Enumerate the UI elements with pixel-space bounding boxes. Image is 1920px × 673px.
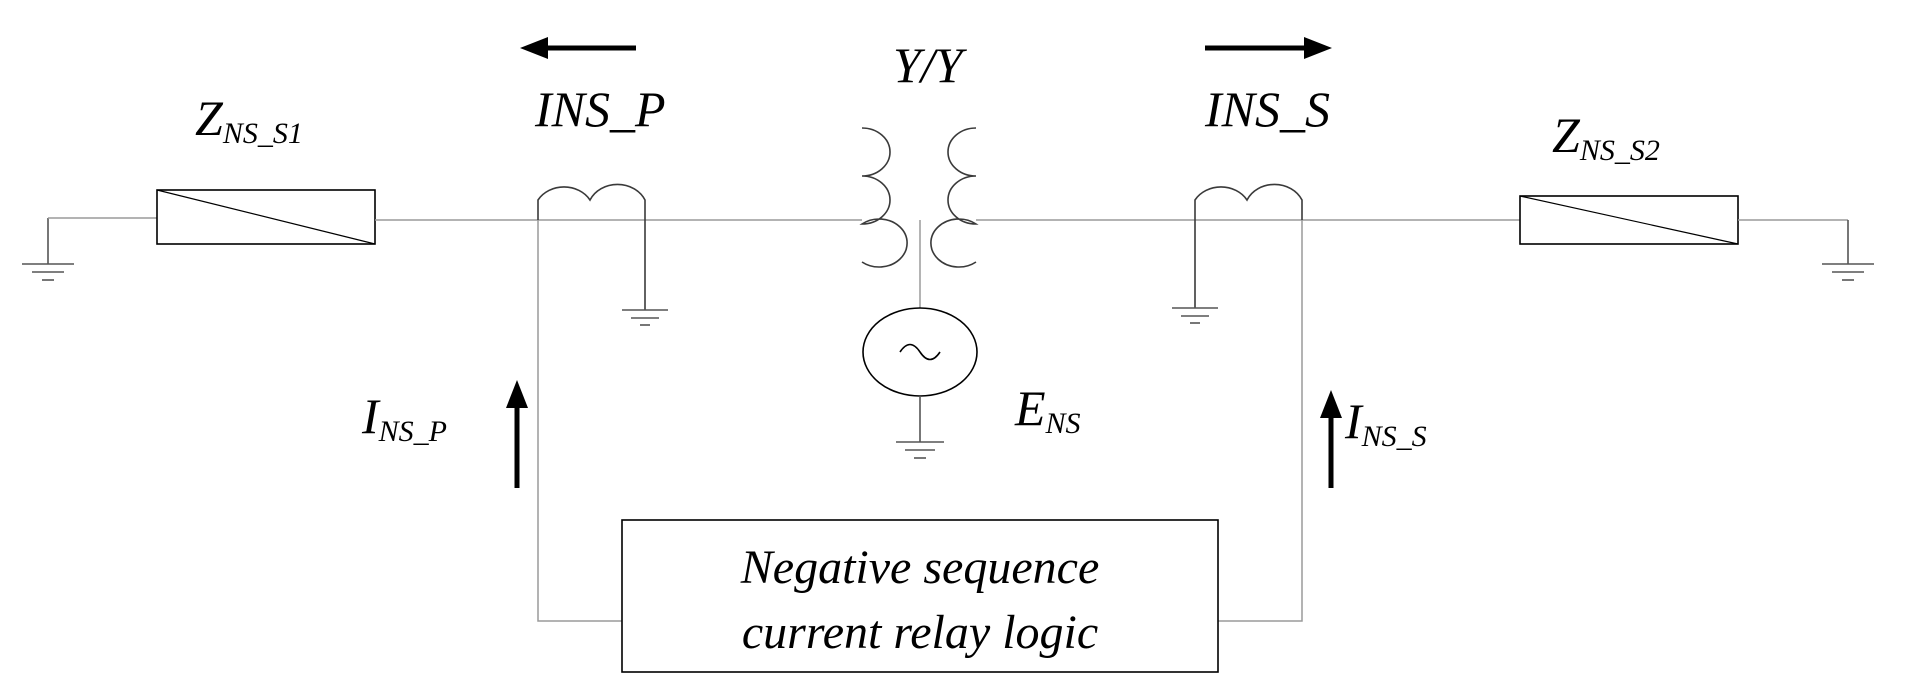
i-ns-p-sub: NS_P: [378, 415, 447, 448]
z-ns-s1-sub: NS_S1: [222, 117, 303, 150]
ins-p-label: INS_P: [534, 81, 666, 137]
arrow-ins-s-right: [1205, 37, 1332, 59]
arrow-i-ns-s-up: [1320, 390, 1342, 488]
ins-s-label: INS_S: [1204, 81, 1330, 137]
secondary-current-transformer: [1172, 183, 1303, 324]
relay-logic-box: [621, 519, 1219, 673]
impedance-z-ns-s2: [1519, 195, 1739, 245]
voltage-source-e-ns: [862, 307, 978, 459]
primary-current-transformer: [537, 183, 668, 326]
left-ground-symbol: [22, 218, 74, 281]
impedance-z-ns-s1: [156, 189, 376, 245]
i-ns-p-main: I: [361, 388, 381, 444]
i-ns-s-sub: NS_S: [1361, 420, 1427, 453]
i-ns-p-label: INS_P: [361, 388, 447, 448]
right-ground-symbol: [1822, 220, 1874, 281]
relay-wire-primary: [537, 220, 622, 622]
e-ns-main: E: [1014, 380, 1046, 436]
i-ns-s-main: I: [1344, 393, 1364, 449]
i-ns-s-label: INS_S: [1344, 393, 1427, 453]
arrow-ins-p-left: [520, 37, 636, 59]
relay-label-line1: Negative sequence: [740, 541, 1100, 594]
relay-label-line2: current relay logic: [742, 606, 1098, 659]
z-ns-s2-label: ZNS_S2: [1552, 107, 1660, 167]
z-ns-s2-main: Z: [1552, 107, 1581, 163]
relay-wire-secondary: [1218, 220, 1303, 622]
arrow-i-ns-p-up: [506, 380, 528, 488]
e-ns-label: ENS: [1014, 380, 1081, 440]
z-ns-s1-label: ZNS_S1: [195, 90, 303, 150]
z-ns-s2-sub: NS_S2: [1579, 134, 1660, 167]
z-ns-s1-main: Z: [195, 90, 224, 146]
transformer-y-y: [859, 127, 1520, 308]
e-ns-sub: NS: [1045, 407, 1081, 440]
transformer-label: Y/Y: [893, 37, 968, 93]
